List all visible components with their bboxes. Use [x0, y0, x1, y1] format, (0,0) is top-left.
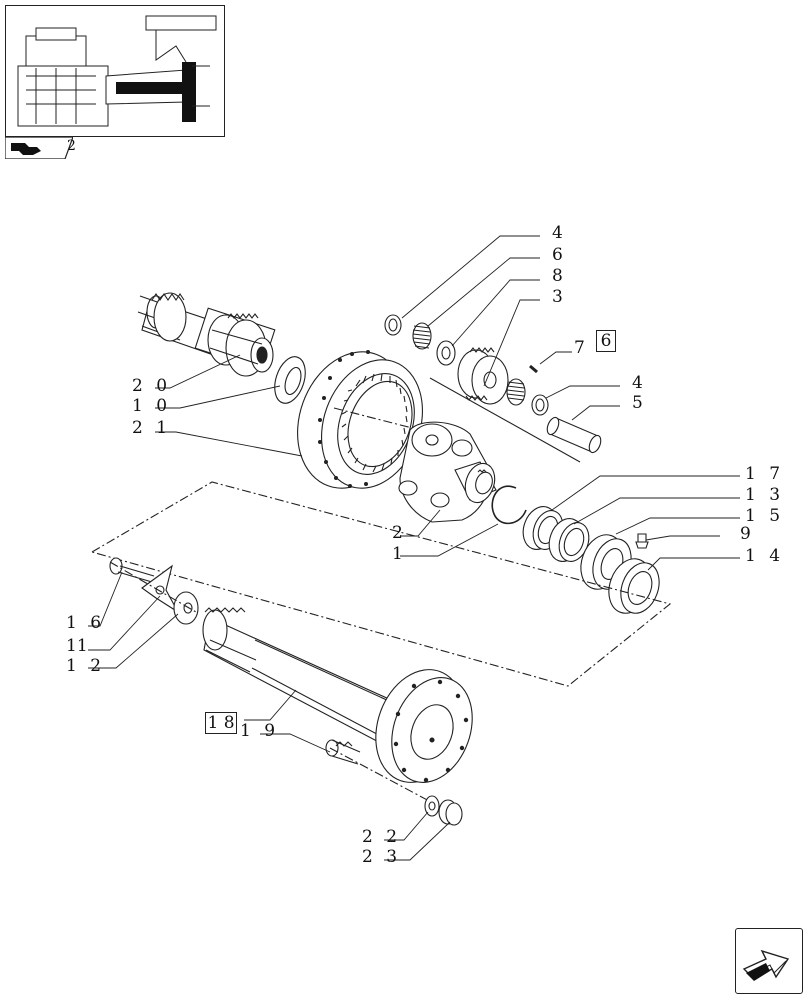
callout-2: 2 [392, 523, 407, 543]
planet-washer-4 [384, 314, 402, 336]
callout-23: 2 3 [362, 847, 402, 867]
next-page-arrow-icon [742, 949, 790, 981]
callout-4-top: 4 [552, 223, 567, 243]
lock-plate-11 [141, 564, 179, 613]
callout-3: 3 [552, 287, 567, 307]
callout-9: 9 [740, 524, 755, 544]
grease-nipple-9 [635, 533, 649, 549]
planet-washer-4b [531, 394, 549, 416]
callout-12: 1 2 [66, 656, 106, 676]
assembly-boundary [90, 481, 672, 687]
callout-18-boxed: 1 8 [205, 712, 237, 734]
bearing-13 [548, 518, 590, 562]
callout-1: 1 [392, 544, 407, 564]
thumbnail-drawing [17, 15, 217, 127]
planet-pin-5 [546, 416, 602, 454]
callout-8: 8 [552, 266, 567, 286]
book-tag-icon [4, 136, 74, 160]
bolt-16 [109, 557, 155, 583]
thumbnail-label: 2 [67, 138, 76, 154]
callout-17: 1 7 [745, 464, 785, 484]
callout-15: 1 5 [745, 506, 785, 526]
key-7 [529, 364, 538, 374]
callout-10: 1 0 [132, 396, 172, 416]
callout-6: 6 [552, 245, 567, 265]
washer-22 [424, 795, 440, 817]
planet-gear-3 [457, 347, 509, 405]
callout-16: 1 6 [66, 613, 106, 633]
planet-washer-8 [436, 340, 456, 366]
snap-ring-1 [491, 485, 527, 525]
needle-bearing-lower [506, 378, 526, 406]
needle-bearing-6 [412, 322, 432, 350]
splined-pinion-shaft [137, 292, 276, 377]
callout-11: 11 [66, 636, 88, 656]
callout-5: 5 [632, 393, 647, 413]
oil-seal-14 [608, 558, 660, 614]
callout-6-boxed: 6 [596, 330, 616, 352]
wheel-stud-19 [325, 739, 361, 765]
planet-carrier-2 [398, 421, 497, 523]
callout-22: 2 2 [362, 827, 402, 847]
book-tag[interactable]: 2 [4, 136, 76, 160]
callout-4-lower: 4 [632, 373, 647, 393]
callout-19: 1 9 [240, 721, 280, 741]
axle-shaft [202, 607, 473, 783]
callout-21: 2 1 [132, 418, 172, 438]
washer-12 [173, 591, 199, 625]
callout-20: 2 0 [132, 376, 172, 396]
next-page-button[interactable] [735, 928, 803, 994]
callout-7: 7 [574, 338, 589, 358]
ring-gear-21 [297, 350, 423, 489]
thrust-washer-10 [274, 356, 306, 404]
callout-13: 1 3 [745, 485, 785, 505]
tractor-assembly-thumbnail[interactable] [5, 5, 225, 137]
callout-14: 1 4 [745, 546, 785, 566]
wheel-nut-23 [438, 799, 463, 826]
